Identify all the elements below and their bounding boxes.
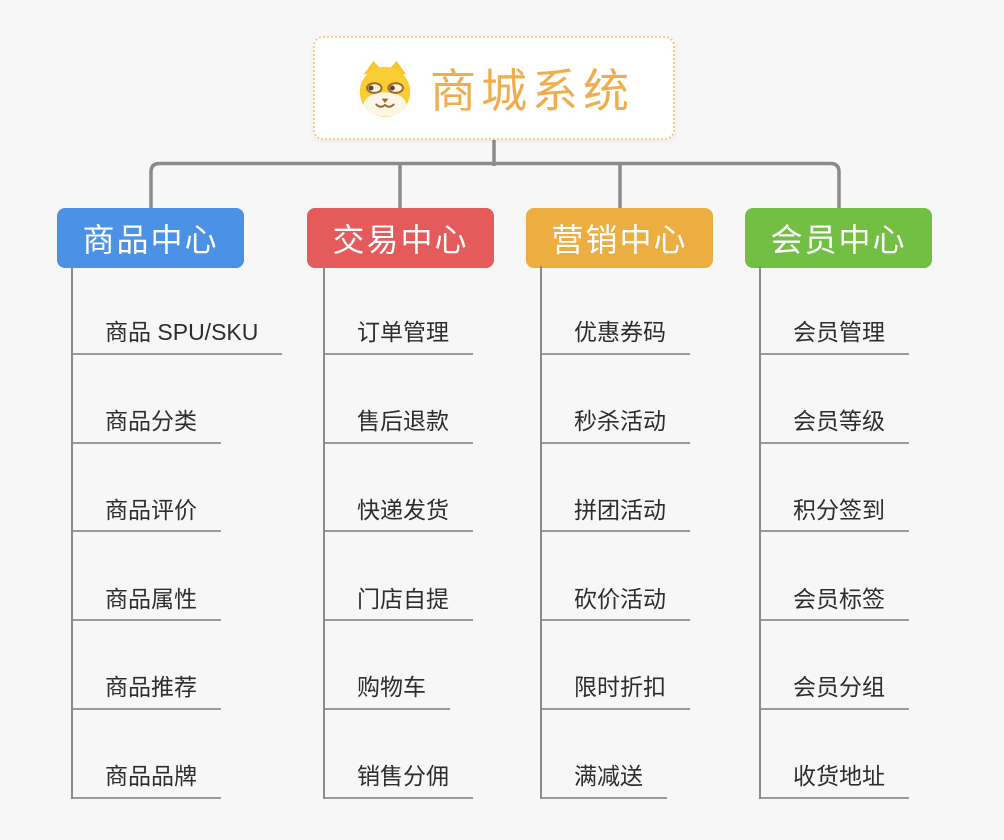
leaf-node[interactable]: 拼团活动 [542,497,690,533]
leaf-node[interactable]: 会员等级 [761,408,909,444]
leaf-node[interactable]: 门店自提 [325,586,473,622]
leaf-row: 会员等级 [761,355,909,444]
leaf-row: 拼团活动 [542,444,690,533]
leaf-row: 快递发货 [325,444,473,533]
leaf-node[interactable]: 砍价活动 [542,586,690,622]
branch-node-marketing-center[interactable]: 营销中心 [526,208,713,268]
leaf-list-member-center: 会员管理 会员等级 积分签到 会员标签 会员分组 收货地址 [759,266,909,799]
leaf-list-product-center: 商品 SPU/SKU 商品分类 商品评价 商品属性 商品推荐 商品品牌 [71,266,283,799]
leaf-row: 满减送 [542,710,690,799]
branch-node-member-center[interactable]: 会员中心 [745,208,932,268]
root-node[interactable]: 商城系统 [313,36,675,140]
leaf-row: 优惠券码 [542,266,690,355]
leaf-row: 门店自提 [325,532,473,622]
root-title: 商城系统 [430,65,634,117]
leaf-node[interactable]: 售后退款 [325,408,473,444]
leaf-node[interactable]: 秒杀活动 [542,408,690,444]
dog-face-icon [359,60,411,118]
leaf-node[interactable]: 销售分佣 [325,763,473,799]
leaf-row: 商品属性 [73,532,282,622]
leaf-row: 砍价活动 [542,532,690,622]
leaf-node[interactable]: 商品推荐 [73,674,221,710]
leaf-node[interactable]: 商品属性 [73,586,221,622]
leaf-list-marketing-center: 优惠券码 秒杀活动 拼团活动 砍价活动 限时折扣 满减送 [540,266,690,799]
leaf-node[interactable]: 满减送 [542,763,667,799]
branch-node-trade-center[interactable]: 交易中心 [307,208,494,268]
leaf-node[interactable]: 收货地址 [761,763,909,799]
leaf-row: 销售分佣 [325,710,473,799]
leaf-node[interactable]: 会员标签 [761,586,909,622]
leaf-row: 会员管理 [761,266,909,355]
leaf-row: 订单管理 [325,266,473,355]
leaf-node[interactable]: 限时折扣 [542,674,690,710]
leaf-node[interactable]: 商品评价 [73,497,221,533]
branch-node-product-center[interactable]: 商品中心 [57,208,244,268]
leaf-row: 商品品牌 [73,710,282,799]
leaf-row: 收货地址 [761,710,909,799]
leaf-node[interactable]: 购物车 [325,674,450,710]
branch-connector-rail [149,161,841,208]
leaf-row: 积分签到 [761,444,909,533]
leaf-node[interactable]: 商品 SPU/SKU [73,319,283,355]
leaf-row: 会员分组 [761,621,909,710]
leaf-node[interactable]: 会员分组 [761,674,909,710]
leaf-row: 商品 SPU/SKU [73,266,283,355]
leaf-node[interactable]: 会员管理 [761,319,909,355]
leaf-row: 购物车 [325,621,473,710]
leaf-node[interactable]: 商品分类 [73,408,221,444]
leaf-row: 售后退款 [325,355,473,444]
leaf-node[interactable]: 商品品牌 [73,763,221,799]
leaf-row: 秒杀活动 [542,355,690,444]
leaf-row: 商品分类 [73,355,282,444]
leaf-list-trade-center: 订单管理 售后退款 快递发货 门店自提 购物车 销售分佣 [323,266,473,799]
leaf-node[interactable]: 订单管理 [325,319,473,355]
leaf-node[interactable]: 快递发货 [325,497,473,533]
leaf-row: 限时折扣 [542,621,690,710]
leaf-node[interactable]: 积分签到 [761,497,909,533]
leaf-row: 商品推荐 [73,621,282,710]
leaf-node[interactable]: 优惠券码 [542,319,690,355]
leaf-row: 会员标签 [761,532,909,622]
leaf-row: 商品评价 [73,444,282,533]
